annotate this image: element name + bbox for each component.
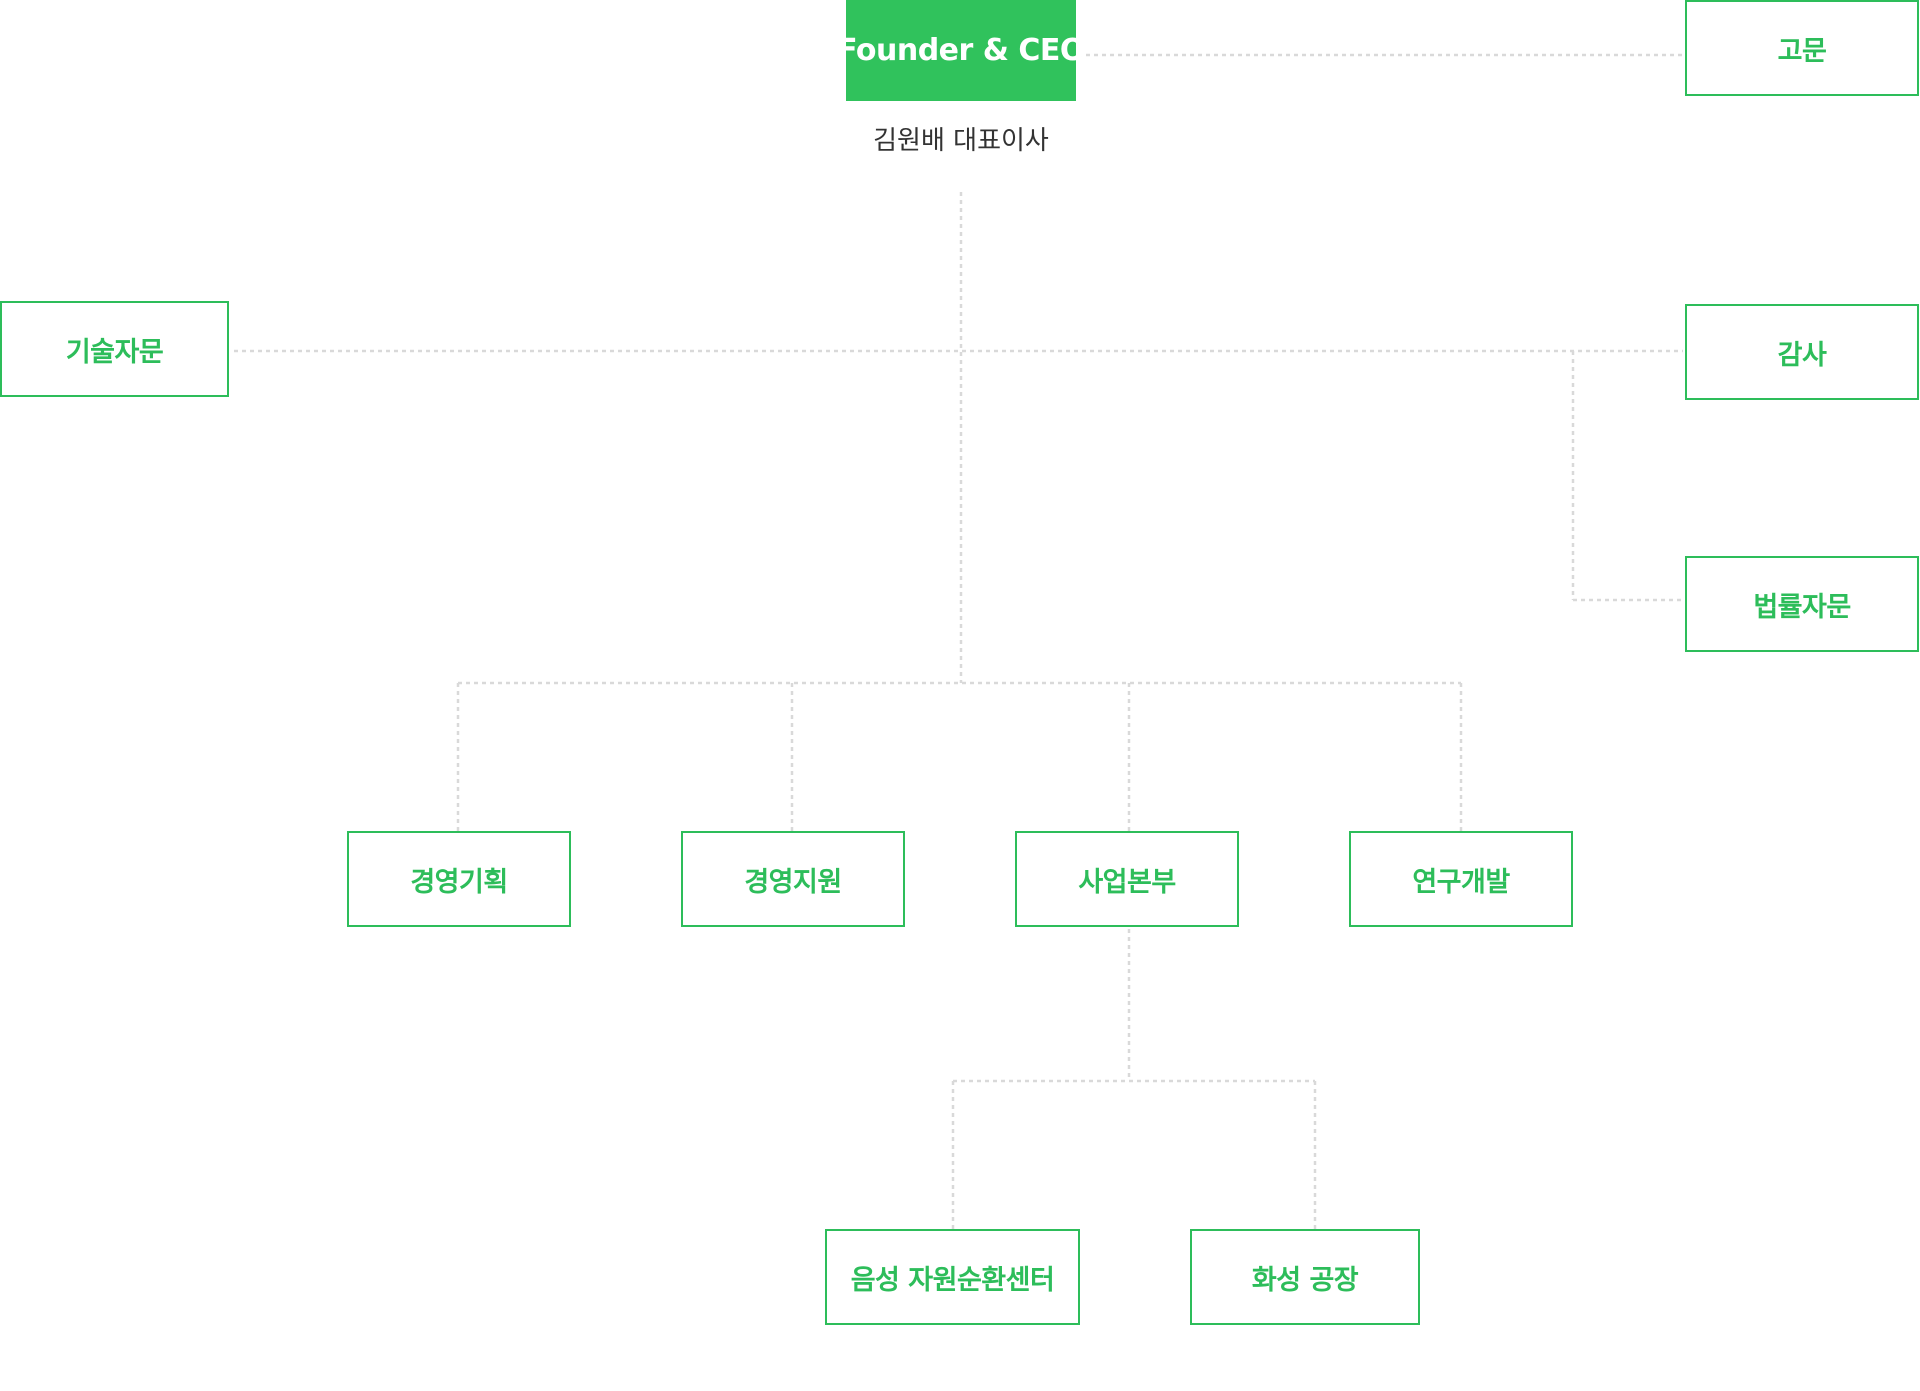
audit-label: 감사 — [1777, 339, 1827, 371]
tech-advisory-box: 기술자문 — [0, 301, 229, 397]
hwaseong-factory-label: 화성 공장 — [1251, 1264, 1359, 1296]
legal-advisory-box: 법률자문 — [1685, 556, 1919, 652]
eumseong-center-label: 음성 자원순환센터 — [850, 1264, 1055, 1296]
management-planning-box: 경영기획 — [347, 831, 571, 927]
ceo-title: Founder & CEO — [837, 33, 1085, 68]
management-support-box: 경영지원 — [681, 831, 905, 927]
advisor-label: 고문 — [1777, 35, 1827, 67]
research-development-label: 연구개발 — [1412, 866, 1510, 898]
legal-advisory-label: 법률자문 — [1753, 591, 1851, 623]
advisor-box: 고문 — [1685, 0, 1919, 96]
business-division-box: 사업본부 — [1015, 831, 1239, 927]
audit-box: 감사 — [1685, 304, 1919, 400]
tech-advisory-label: 기술자문 — [65, 336, 164, 368]
eumseong-center-box: 음성 자원순환센터 — [825, 1229, 1080, 1325]
ceo-box: Founder & CEO — [837, 0, 1085, 101]
business-division-label: 사업본부 — [1078, 866, 1176, 898]
research-development-box: 연구개발 — [1349, 831, 1573, 927]
ceo-name: 김원배 대표이사 — [873, 126, 1049, 156]
hwaseong-factory-box: 화성 공장 — [1190, 1229, 1420, 1325]
management-support-label: 경영지원 — [744, 866, 842, 898]
management-planning-label: 경영기획 — [410, 866, 508, 898]
